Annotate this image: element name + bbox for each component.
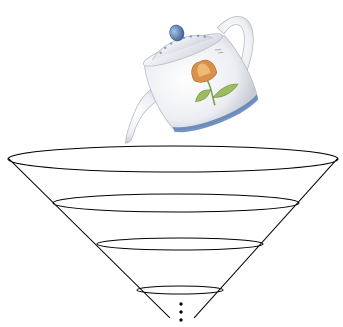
continuation-dots — [179, 302, 182, 321]
funnel-right-side — [194, 158, 338, 318]
funnel-ring-4 — [137, 286, 223, 294]
funnel — [8, 146, 338, 318]
teapot — [93, 1, 278, 156]
funnel-ring-3 — [97, 238, 263, 250]
funnel-ring-2 — [53, 194, 299, 212]
funnel-ring-top — [8, 146, 338, 172]
funnel-left-side — [8, 158, 170, 318]
